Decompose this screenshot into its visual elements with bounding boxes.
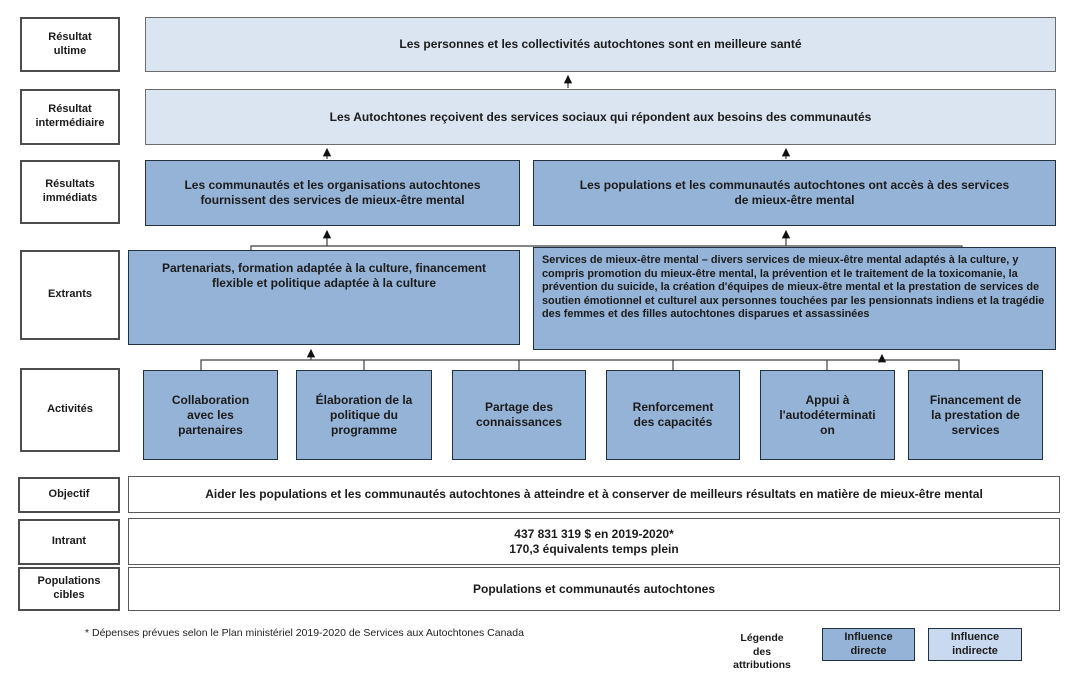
output-left-box: Partenariats, formation adaptée à la cul… [128, 250, 520, 345]
row-label-immediate: Résultats immédiats [20, 160, 120, 224]
legend-title: Légende des attributions [733, 632, 791, 672]
activity-box-service-funding: Financement de la prestation de services [908, 370, 1043, 460]
activity-box-knowledge-sharing: Partage des connaissances [452, 370, 586, 460]
legend-indirect-influence-box: Influence indirecte [928, 628, 1022, 661]
objective-box: Aider les populations et les communautés… [128, 476, 1060, 513]
row-label-target-populations: Populations cibles [18, 567, 120, 611]
ultimate-outcome-box: Les personnes et les collectivités autoc… [145, 17, 1056, 72]
immediate-outcome-left-box: Les communautés et les organisations aut… [145, 160, 520, 226]
input-fte: 170,3 équivalents temps plein [509, 541, 679, 556]
footnote: * Dépenses prévues selon le Plan ministé… [85, 627, 524, 639]
row-label-objective: Objectif [18, 477, 120, 513]
activity-box-capacity-building: Renforcement des capacités [606, 370, 740, 460]
legend-direct-influence-box: Influence directe [822, 628, 915, 661]
input-box: 437 831 319 $ en 2019-2020* 170,3 équiva… [128, 518, 1060, 565]
row-label-input: Intrant [18, 519, 120, 565]
activity-box-self-determination: Appui à l'autodéterminati on [760, 370, 895, 460]
bracket-activities [200, 359, 960, 370]
row-label-activities: Activités [20, 368, 120, 452]
target-populations-box: Populations et communautés autochtones [128, 567, 1060, 611]
immediate-outcome-right-box: Les populations et les communautés autoc… [533, 160, 1056, 226]
row-label-intermediate: Résultat intermédiaire [20, 89, 120, 145]
activity-box-policy-development: Élaboration de la politique du programme [296, 370, 432, 460]
row-label-ultimate: Résultat ultime [20, 17, 120, 72]
activity-box-collaboration: Collaboration avec les partenaires [143, 370, 278, 460]
intermediate-outcome-box: Les Autochtones reçoivent des services s… [145, 89, 1056, 145]
output-right-box: Services de mieux-être mental – divers s… [533, 247, 1056, 350]
input-amount: 437 831 319 $ en 2019-2020* [514, 526, 674, 541]
row-label-outputs: Extrants [20, 250, 120, 340]
